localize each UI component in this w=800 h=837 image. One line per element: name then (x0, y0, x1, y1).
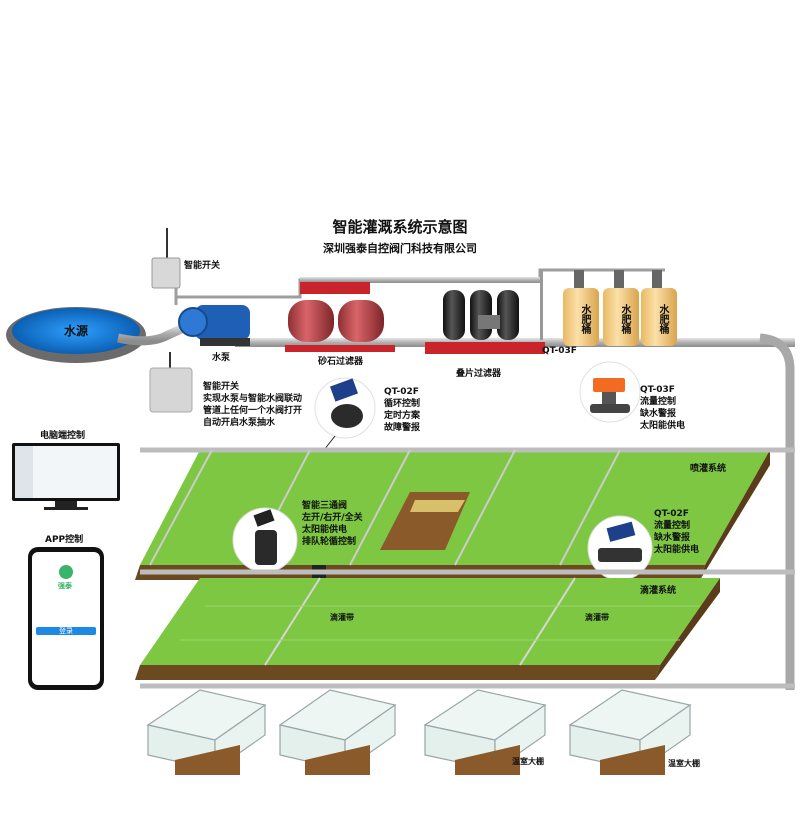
water-source-pond (6, 307, 146, 363)
drip-system-label: 滴灌系统 (640, 586, 677, 596)
drip-tape-label-2: 滴灌带 (585, 613, 609, 622)
smart-switch-top-label: 智能开关 (184, 261, 221, 271)
app-control-label: APP控制 (45, 535, 84, 545)
smart-switch-info: 智能开关 实现水泵与智能水阀联动 管道上任何一个水阀打开 自动开启水泵抽水 (203, 382, 303, 428)
app-logo-text: 强泰 (58, 582, 72, 590)
drip-tape-label-1: 滴灌带 (330, 613, 354, 622)
fertilizer-tank-1-label: 水肥桶 (579, 304, 590, 334)
water-source-label: 水源 (64, 324, 89, 338)
qt02f-right-valve (587, 515, 653, 581)
three-way-valve-info: 智能三通阀 左开/右开/全关 太阳能供电 排队轮循控制 (302, 501, 363, 547)
qt02f-solar-valve (314, 377, 376, 456)
sprinkler-system-label: 喷灌系统 (690, 464, 727, 474)
sand-filter (285, 282, 395, 352)
company-name: 深圳强泰自控阀门科技有限公司 (323, 242, 477, 255)
qt02f-top-info: QT-02F 循环控制 定时方案 故障警报 (384, 387, 421, 433)
pc-monitor (12, 443, 120, 510)
qt03f-info: QT-03F 流量控制 缺水警报 太阳能供电 (640, 385, 686, 431)
disc-filter-label: 叠片过滤器 (456, 369, 502, 379)
greenhouses (146, 689, 692, 775)
pc-control-label: 电脑端控制 (40, 431, 86, 441)
pump-label: 水泵 (212, 353, 231, 363)
disc-filter (425, 290, 545, 354)
sand-filter-label: 砂石过滤器 (318, 357, 364, 367)
water-pump (178, 305, 250, 346)
qt02f-right-info: QT-02F 流量控制 缺水警报 太阳能供电 (654, 509, 700, 555)
intake-pipe (117, 320, 192, 346)
greenhouse-label-1: 温室大棚 (512, 757, 544, 766)
three-way-valve (232, 507, 326, 579)
qt03f-valve (579, 361, 641, 423)
fertilizer-valve-label: QT-03F (542, 346, 577, 356)
fertilizer-tank-2-label: 水肥桶 (619, 304, 630, 334)
smart-switch-large (149, 352, 193, 413)
drip-field (135, 577, 720, 680)
phone (28, 547, 104, 690)
smart-switch-box (151, 228, 181, 289)
diagram-title: 智能灌溉系统示意图 (332, 218, 468, 236)
greenhouse-label-2: 温室大棚 (668, 759, 700, 768)
fertilizer-tanks (540, 270, 677, 346)
fertilizer-tank-3-label: 水肥桶 (657, 304, 668, 334)
app-login-button[interactable]: 登录 (59, 627, 73, 635)
